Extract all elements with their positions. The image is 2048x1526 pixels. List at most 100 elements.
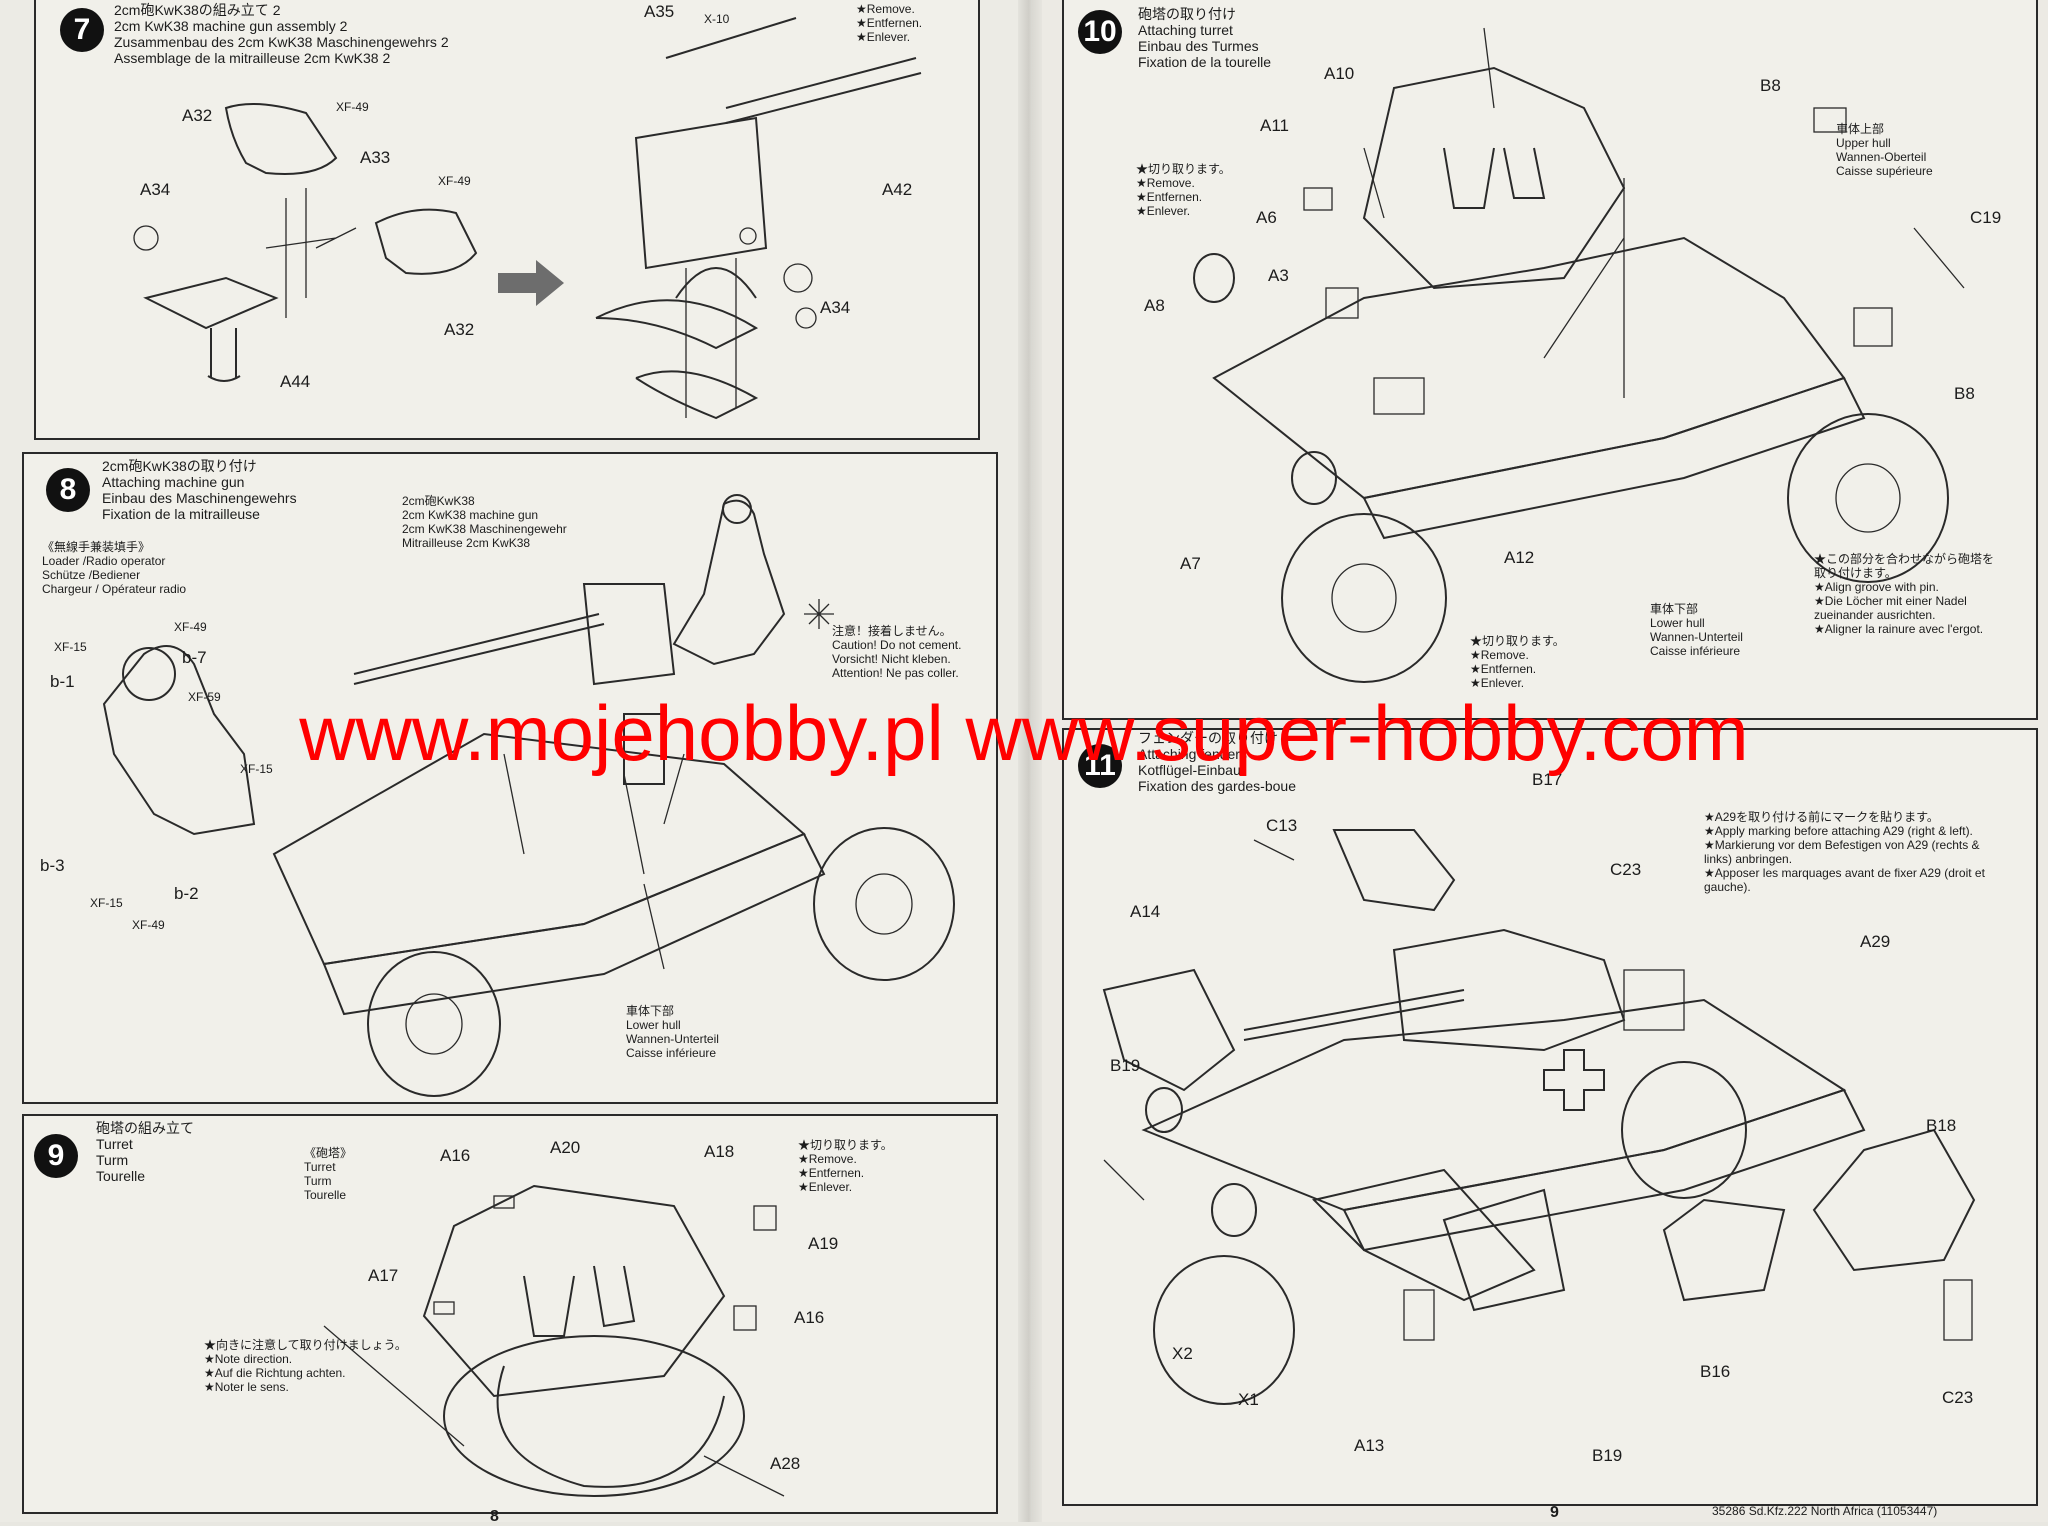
upper-hull-de: Wannen-Oberteil xyxy=(1836,150,1927,164)
page-number-left: 8 xyxy=(490,1508,499,1525)
marking-fr-1: ★Apposer les marquages avant de fixer A2… xyxy=(1704,866,1985,880)
step-number-8: 8 xyxy=(46,468,90,512)
align-note: ★この部分を合わせながら砲塔を 取り付けます。 ★Align groove wi… xyxy=(1814,552,1994,636)
paint-xf15: XF-15 xyxy=(240,762,273,776)
lower-hull-jp: 車体下部 xyxy=(626,1004,675,1018)
loader-label: 《無線手兼装填手》 Loader /Radio operator Schütze… xyxy=(42,540,186,596)
title-de: Einbau des Turmes xyxy=(1138,38,1259,54)
direction-note: ★向きに注意して取り付けましょう。 ★Note direction. ★Auf … xyxy=(204,1338,407,1394)
note-en: ★Remove. xyxy=(856,2,915,16)
turret-en: Turret xyxy=(304,1160,336,1174)
remove-note: ★切り取ります。 ★Remove. ★Entfernen. ★Enlever. xyxy=(798,1138,893,1194)
align-jp-1: ★この部分を合わせながら砲塔を xyxy=(1814,552,1995,566)
title-jp: フェンダーの取り付け xyxy=(1138,730,1278,746)
marking-de-2: links) anbringen. xyxy=(1704,852,1793,866)
step-11-title: フェンダーの取り付け Attaching fenders Kotflügel-E… xyxy=(1138,730,1296,794)
marking-de-1: ★Markierung vor dem Befestigen von A29 (… xyxy=(1704,838,1980,852)
title-fr: Fixation des gardes-boue xyxy=(1138,778,1296,794)
lower-hull-label: 車体下部 Lower hull Wannen-Unterteil Caisse … xyxy=(1650,602,1743,658)
paint-xf15: XF-15 xyxy=(90,896,123,910)
direction-jp: ★向きに注意して取り付けましょう。 xyxy=(204,1338,407,1352)
title-fr: Assemblage de la mitrailleuse 2cm KwK38 … xyxy=(114,50,391,66)
title-en: 2cm KwK38 machine gun assembly 2 xyxy=(114,18,348,34)
lower-hull-en: Lower hull xyxy=(1650,616,1705,630)
title-de: Einbau des Maschinengewehrs xyxy=(102,490,297,506)
title-en: Attaching machine gun xyxy=(102,474,245,490)
step-11-drawing xyxy=(1102,829,1976,1405)
title-fr: Fixation de la mitrailleuse xyxy=(102,506,260,522)
turret-label: 《砲塔》 Turret Turm Tourelle xyxy=(304,1146,352,1202)
kit-code: 35286 Sd.Kfz.222 North Africa (11053447) xyxy=(1712,1504,1938,1518)
direction-en: ★Note direction. xyxy=(204,1352,293,1366)
lower-hull-en: Lower hull xyxy=(626,1018,681,1032)
step-number-11: 11 xyxy=(1078,744,1122,788)
part-c23: C23 xyxy=(1942,1388,1974,1407)
direction-de: ★Auf die Richtung achten. xyxy=(204,1366,346,1380)
title-jp: 砲塔の取り付け xyxy=(1138,6,1236,22)
title-en: Attaching turret xyxy=(1138,22,1233,38)
loader-de: Schütze /Bediener xyxy=(42,568,141,582)
step-9-drawing xyxy=(323,1184,785,1497)
loader-fr: Chargeur / Opérateur radio xyxy=(42,582,187,596)
part-b17: B17 xyxy=(1532,770,1563,789)
gun-jp: 2cm砲KwK38 xyxy=(402,494,475,508)
upper-hull-jp: 車体上部 xyxy=(1836,122,1885,136)
page-number-right: 9 xyxy=(1550,1504,1559,1521)
part-a42: A42 xyxy=(882,180,913,199)
step-9-panel: 9 砲塔の組み立て Turret Turm Tourelle 《砲塔》 Turr… xyxy=(22,1114,998,1514)
marking-fr-2: gauche). xyxy=(1704,880,1751,894)
upper-hull-label: 車体上部 Upper hull Wannen-Oberteil Caisse s… xyxy=(1836,122,1933,178)
align-de-2: zueinander ausrichten. xyxy=(1814,608,1936,622)
note-jp: ★切り取ります。 xyxy=(1470,634,1565,648)
part-c23: C23 xyxy=(1610,860,1642,879)
part-a6: A6 xyxy=(1256,208,1277,227)
part-a17: A17 xyxy=(368,1266,399,1285)
title-jp: 2cm砲KwK38の組み立て 2 xyxy=(114,2,281,18)
caution-fr: Attention! Ne pas coller. xyxy=(832,666,959,680)
note-en: ★Remove. xyxy=(1136,176,1195,190)
part-a35: A35 xyxy=(644,2,675,21)
upper-hull-fr: Caisse supérieure xyxy=(1836,164,1933,178)
caution-en: Caution! Do not cement. xyxy=(832,638,962,652)
part-a16: A16 xyxy=(440,1146,471,1165)
note-fr: ★Enlever. xyxy=(856,30,911,44)
part-a34: A34 xyxy=(140,180,171,199)
note-de: ★Entfernen. xyxy=(856,16,923,30)
lower-hull-de: Wannen-Unterteil xyxy=(626,1032,719,1046)
part-b2: b-2 xyxy=(174,884,199,903)
align-en: ★Align groove with pin. xyxy=(1814,580,1939,594)
remove-note: ★切り取ります。 ★Remove. ★Entfernen. ★Enlever. xyxy=(1470,634,1565,690)
paint-xf15: XF-15 xyxy=(54,640,87,654)
part-a29: A29 xyxy=(1860,932,1891,951)
watermark-text: www.mojehobby.pl www.super-hobby.com xyxy=(299,689,1749,777)
lower-hull-jp: 車体下部 xyxy=(1650,602,1699,616)
paint-xf49: XF-49 xyxy=(438,174,471,188)
step-11-panel: 11 フェンダーの取り付け Attaching fenders Kotflüge… xyxy=(1062,728,2038,1506)
part-a34: A34 xyxy=(820,298,851,317)
remove-note: ★切り取ります。 ★Remove. ★Entfernen. ★Enlever. xyxy=(1136,162,1231,218)
part-b1: b-1 xyxy=(50,672,75,691)
direction-fr: ★Noter le sens. xyxy=(204,1380,289,1394)
caution-note: 注意！接着しません。 Caution! Do not cement. Vorsi… xyxy=(832,624,961,680)
part-a12: A12 xyxy=(1504,548,1535,567)
lower-hull-fr: Caisse inférieure xyxy=(1650,644,1741,658)
gun-en: 2cm KwK38 machine gun xyxy=(402,508,539,522)
title-de: Zusammenbau des 2cm KwK38 Maschinengeweh… xyxy=(114,34,449,50)
turret-de: Turm xyxy=(304,1174,332,1188)
paint-xf49: XF-49 xyxy=(174,620,207,634)
part-b16: B16 xyxy=(1700,1362,1731,1381)
part-a8: A8 xyxy=(1144,296,1165,315)
step-9-title: 砲塔の組み立て Turret Turm Tourelle xyxy=(96,1120,194,1184)
part-a7: A7 xyxy=(1180,554,1201,573)
note-de: ★Entfernen. xyxy=(798,1166,865,1180)
title-jp: 砲塔の組み立て xyxy=(96,1120,194,1136)
align-fr: ★Aligner la rainure avec l'ergot. xyxy=(1814,622,1984,636)
part-a14: A14 xyxy=(1130,902,1161,921)
part-a20: A20 xyxy=(550,1138,581,1157)
gun-de: 2cm KwK38 Maschinengewehr xyxy=(402,522,567,536)
marking-note: ★A29を取り付ける前にマークを貼ります。 ★Apply marking bef… xyxy=(1704,810,1985,894)
part-c13: C13 xyxy=(1266,816,1298,835)
marking-en: ★Apply marking before attaching A29 (rig… xyxy=(1704,824,1973,838)
title-fr: Tourelle xyxy=(96,1168,146,1184)
align-de-1: ★Die Löcher mit einer Nadel xyxy=(1814,594,1967,608)
